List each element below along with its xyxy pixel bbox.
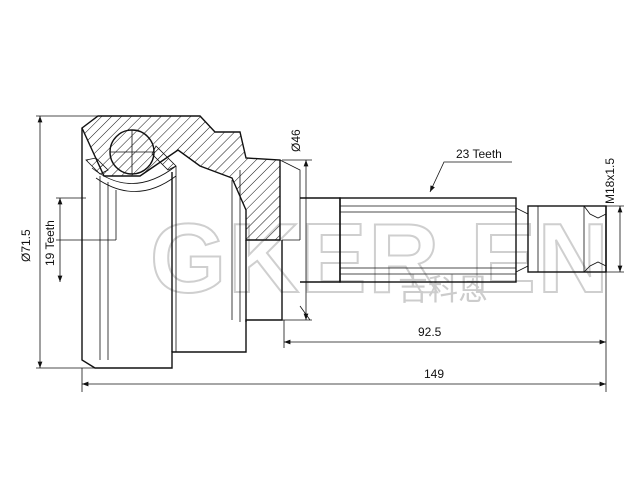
spline-section [339, 197, 517, 283]
stub-shaft [339, 197, 607, 283]
housing-section-hatch [81, 115, 281, 241]
label-thread-m18: M18x1.5 [603, 158, 617, 204]
dim-23-teeth-leader [429, 161, 512, 193]
watermark-chinese: 吉科恩 [398, 273, 488, 308]
label-diameter-71-5: Ø71.5 [19, 229, 33, 262]
label-19-teeth: 19 Teeth [43, 220, 57, 266]
label-92-5: 92.5 [418, 325, 442, 339]
label-23-teeth: 23 Teeth [456, 147, 502, 161]
watermark-brand: GKER EN [150, 203, 611, 313]
outer-housing [81, 115, 341, 369]
label-diameter-46: Ø46 [289, 129, 303, 152]
watermark: GKER EN 吉科恩 [149, 202, 611, 314]
dimension-lines [36, 115, 624, 392]
label-149: 149 [424, 367, 444, 381]
